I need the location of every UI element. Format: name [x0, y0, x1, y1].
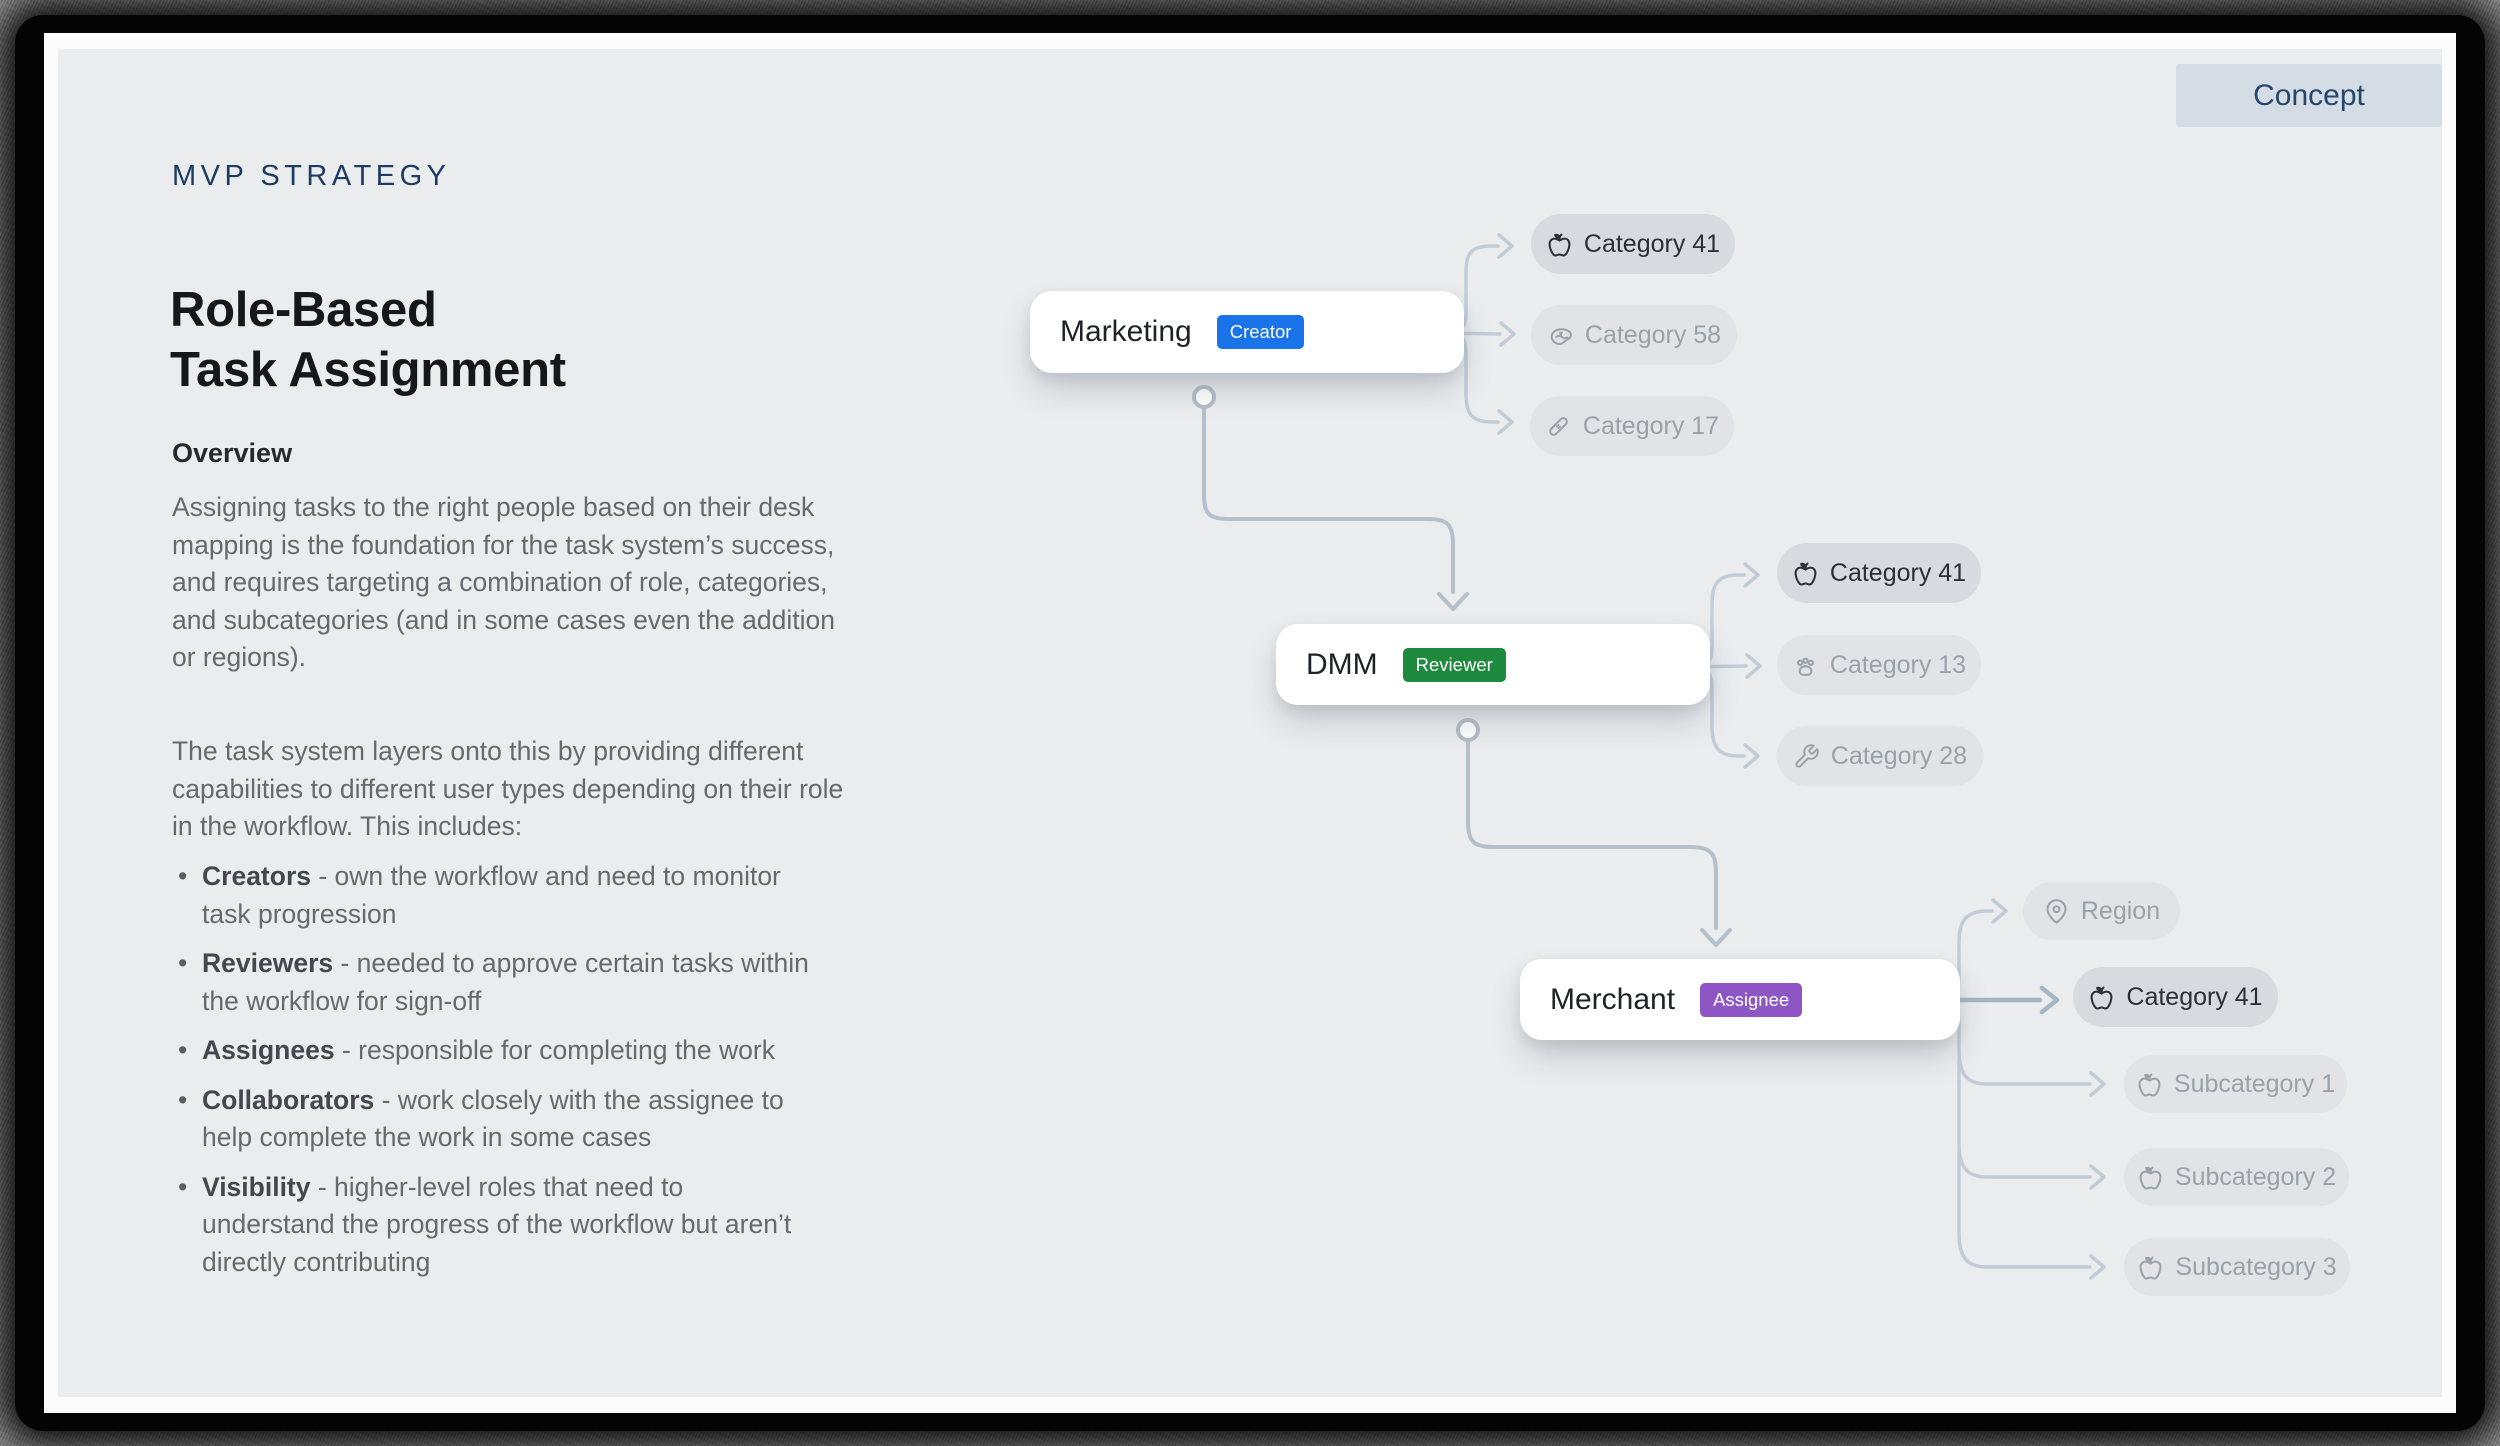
apple-icon [2137, 1164, 2164, 1191]
concept-tag[interactable]: Concept [2176, 64, 2442, 127]
chip-dmm-category-41[interactable]: Category 41 [1777, 543, 1981, 603]
chip-dmm-category-13[interactable]: Category 13 [1777, 635, 1981, 695]
arrowhead [2039, 985, 2060, 1015]
arrowhead [2089, 1254, 2106, 1280]
overview-paragraph-2: The task system layers onto this by prov… [172, 736, 844, 841]
port-marketing-bottom [1192, 385, 1216, 409]
chip-label: Category 28 [1830, 741, 1968, 770]
connector-marketing-to-dmm [1202, 406, 1455, 594]
bullet-text: - needed to approve certain tasks within… [202, 948, 809, 1016]
chip-marketing-category-58[interactable]: Category 58 [1531, 305, 1737, 365]
chip-label: Category 41 [2126, 982, 2263, 1011]
connector-dmm-to-merchant [1466, 739, 1718, 930]
overview-paragraph-1: Assigning tasks to the right people base… [172, 492, 835, 672]
assignee-badge: Assignee [1700, 982, 1803, 1017]
arrowhead [1991, 898, 2008, 924]
arrowhead [1700, 928, 1732, 947]
arrowhead [1497, 409, 1514, 435]
arrowhead [2089, 1164, 2106, 1190]
apple-icon [2088, 984, 2115, 1011]
connector-merchant-sub2 [1957, 1058, 2092, 1179]
chip-marketing-category-17[interactable]: Category 17 [1530, 396, 1734, 456]
reviewer-badge: Reviewer [1402, 647, 1506, 682]
bandage-icon [1545, 413, 1572, 440]
apple-icon [1546, 231, 1573, 258]
page-title: Role-Based Task Assignment [170, 280, 566, 400]
overview-heading: Overview [172, 438, 293, 468]
bullet-term: Assignees [202, 1035, 335, 1065]
list-item: Visibility - higher-level roles that nee… [172, 1169, 812, 1282]
paw-icon [1792, 652, 1819, 679]
chip-merchant-subcategory-2[interactable]: Subcategory 2 [2124, 1148, 2349, 1206]
node-marketing-label: Marketing [1060, 315, 1192, 348]
arrowhead [1743, 562, 1760, 588]
arrowhead [1497, 233, 1514, 259]
arrowhead [1437, 592, 1469, 611]
arrowhead [1745, 653, 1762, 679]
bullet-text: - responsible for completing the work [334, 1035, 775, 1065]
bullet-term: Collaborators [202, 1084, 375, 1115]
connector-merchant-sub3 [1957, 1148, 2092, 1269]
node-merchant-label: Merchant [1550, 982, 1676, 1016]
bullet-text: - higher-level roles that need to unders… [202, 1171, 792, 1277]
creator-badge: Creator [1216, 315, 1305, 349]
concept-tag-label: Concept [2253, 78, 2365, 112]
bullet-term: Reviewers [202, 948, 334, 978]
chip-merchant-subcategory-1[interactable]: Subcategory 1 [2124, 1055, 2347, 1113]
chip-label: Category 13 [1829, 650, 1967, 679]
chip-label: Subcategory 1 [2173, 1069, 2336, 1098]
apple-icon [2136, 1071, 2163, 1098]
wrench-icon [1793, 743, 1820, 770]
bullet-term: Creators [202, 861, 311, 891]
chip-label: Category 58 [1584, 320, 1722, 349]
list-item: Collaborators - work closely with the as… [172, 1082, 812, 1157]
port-dmm-bottom [1456, 718, 1480, 742]
eyebrow-label: MVP STRATEGY [172, 160, 451, 192]
arrowhead [1499, 321, 1516, 347]
arrowhead [1743, 743, 1760, 769]
chip-merchant-category-41[interactable]: Category 41 [2073, 967, 2278, 1027]
page-title-line2: Task Assignment [170, 343, 566, 397]
bullet-term: Visibility [202, 1171, 311, 1202]
chip-merchant-subcategory-3[interactable]: Subcategory 3 [2124, 1238, 2350, 1296]
node-merchant[interactable]: Merchant Assignee [1520, 959, 1960, 1040]
node-marketing[interactable]: Marketing Creator [1030, 291, 1464, 373]
chip-marketing-category-41[interactable]: Category 41 [1531, 214, 1735, 274]
chip-label: Category 17 [1582, 411, 1720, 440]
bullet-text: - work closely with the assignee to help… [202, 1084, 784, 1153]
chip-label: Category 41 [1583, 229, 1721, 258]
apple-icon [2137, 1254, 2164, 1281]
steak-icon [1547, 322, 1574, 349]
chip-merchant-region[interactable]: Region [2023, 882, 2180, 940]
chip-label: Region [2080, 896, 2161, 925]
chip-dmm-category-28[interactable]: Category 28 [1777, 726, 1983, 786]
page-title-line1: Role-Based [170, 283, 437, 337]
map-pin-icon [2043, 898, 2070, 925]
list-item: Reviewers - needed to approve certain ta… [172, 945, 812, 1020]
list-item: Assignees - responsible for completing t… [172, 1032, 812, 1070]
chip-label: Category 41 [1829, 558, 1967, 587]
chip-label: Subcategory 3 [2175, 1252, 2337, 1281]
arrowhead [2089, 1071, 2106, 1097]
node-dmm[interactable]: DMM Reviewer [1276, 624, 1710, 705]
role-bullet-list: Creators - own the workflow and need to … [172, 858, 812, 1293]
list-item: Creators - own the workflow and need to … [172, 858, 812, 933]
chip-label: Subcategory 2 [2174, 1162, 2337, 1191]
node-dmm-label: DMM [1306, 647, 1378, 681]
bullet-text: - own the workflow and need to monitor t… [202, 861, 781, 929]
apple-icon [1792, 560, 1819, 587]
